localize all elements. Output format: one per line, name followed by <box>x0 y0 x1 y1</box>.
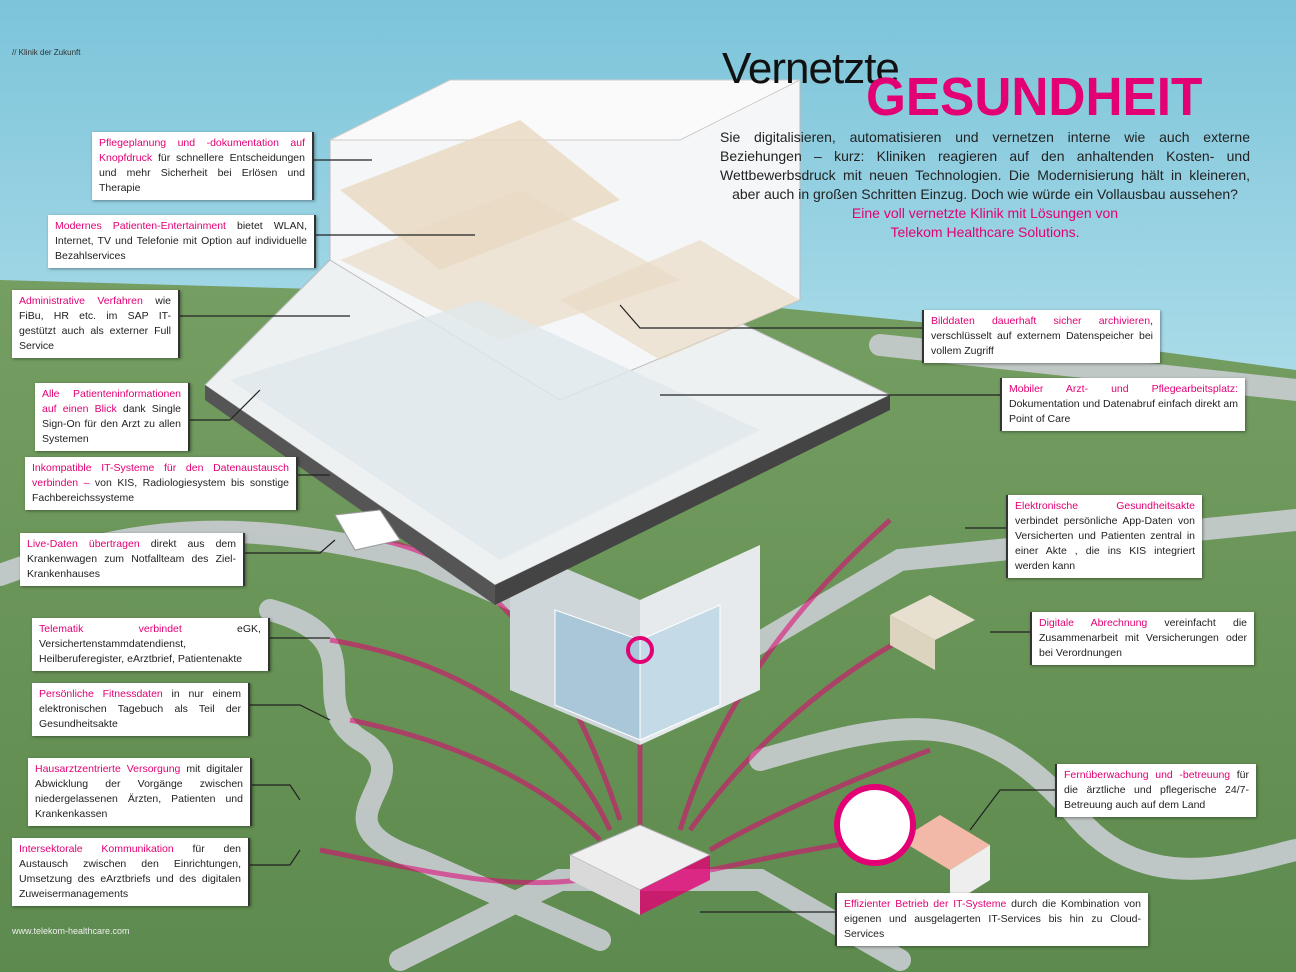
intro-paragraph: Sie digitalisieren, automatisieren und v… <box>720 129 1250 202</box>
callout-text: mit digitaler Abwicklung der Vorgänge zw… <box>35 763 243 820</box>
callout-administrative: Administrative Verfahren wie FiBu, HR et… <box>12 290 180 358</box>
callout-patienteninformationen: Alle Patienteninformationen auf einen Bl… <box>35 383 190 451</box>
callout-entertainment: Modernes Patienten-Entertainment bietet … <box>48 215 316 268</box>
callout-highlight: Effizienter Betrieb der IT-Systeme <box>844 898 1007 910</box>
callout-gesundheitsakte: Elektronische Gesundheitsakte verbindet … <box>1006 495 1202 578</box>
callout-highlight: Mobiler Arzt- und Pflegearbeitsplatz: <box>1009 383 1238 395</box>
callout-abrechnung: Digitale Abrechnung vereinfacht die Zusa… <box>1030 612 1254 665</box>
callout-live-daten: Live-Daten übertragen direkt aus dem Kra… <box>20 533 245 586</box>
callout-highlight: Live-Daten übertragen <box>27 538 140 550</box>
callout-text: vereinfacht die Zusammenarbeit mit Versi… <box>1039 617 1247 659</box>
callout-mobiler-arbeitsplatz: Mobiler Arzt- und Pflegearbeitsplatz: Do… <box>1000 378 1245 431</box>
callout-highlight: Alle Patienteninformationen auf einen Bl… <box>42 388 181 415</box>
callout-pflegeplanung: Pflegeplanung und -dokumentation auf Kno… <box>92 132 314 200</box>
callout-telematik: Telematik verbindet eGK, Versichertensta… <box>32 618 270 671</box>
callout-text: für den Austausch zwischen den Einrichtu… <box>19 843 241 900</box>
callout-highlight: Hausarztzentrierte Versorgung <box>35 763 181 775</box>
callout-text: für schnellere Entscheidungen und mehr S… <box>99 152 305 194</box>
remote-care-house <box>834 784 990 905</box>
callout-highlight: Intersektorale Kommunikation <box>19 843 174 855</box>
callout-highlight: Telematik verbindet <box>39 623 182 635</box>
data-center <box>568 824 712 915</box>
main-building <box>204 79 892 605</box>
callout-highlight: Digitale Abrechnung <box>1039 617 1148 629</box>
callout-highlight: Pflegeplanung und -dokumentation auf Kno… <box>99 137 305 164</box>
callout-it-betrieb: Effizienter Betrieb der IT-Systeme durch… <box>835 893 1148 946</box>
callout-text: bietet WLAN, Internet, TV und Telefonie … <box>55 220 307 262</box>
footer-url[interactable]: www.telekom-healthcare.com <box>12 926 130 936</box>
callout-highlight: Elektronische Gesundheitsakte <box>1015 500 1195 512</box>
callout-text: wie FiBu, HR etc. im SAP IT-gestützt auc… <box>19 295 171 352</box>
callout-text: , verschlüsselt auf externem Datenspeich… <box>931 315 1153 357</box>
callout-highlight: Fernüberwachung und -betreuung <box>1064 769 1231 781</box>
callout-text: dank Single Sign-On für den Arzt zu alle… <box>42 403 181 445</box>
callout-fitnessdaten: Persönliche Fitnessdaten in nur einem el… <box>32 683 250 736</box>
section-tag: // Klinik der Zukunft <box>12 48 81 57</box>
intro-text: Sie digitalisieren, automatisieren und v… <box>720 128 1250 242</box>
callout-highlight: Bilddaten dauerhaft sicher archivieren <box>931 315 1151 327</box>
callout-text: verbindet persönliche App-Daten von Vers… <box>1015 515 1195 572</box>
title-bold: GESUNDHEIT <box>866 67 1203 127</box>
intro-highlight-1: Eine voll vernetzte Klinik mit Lösungen … <box>851 205 1119 221</box>
callout-bilddaten: Bilddaten dauerhaft sicher archivieren, … <box>922 310 1160 363</box>
callout-leader-lines <box>180 159 1055 913</box>
billing-building <box>890 595 975 670</box>
callout-hausarzt: Hausarztzentrierte Versorgung mit digita… <box>28 758 252 826</box>
callout-text: Dokumentation und Datenabruf einfach dir… <box>1009 398 1238 425</box>
callout-text: in nur einem elektronischen Tagebuch als… <box>39 688 241 730</box>
callout-highlight: Modernes Patienten-Entertainment <box>55 220 226 232</box>
intro-highlight-2: Telekom Healthcare Solutions. <box>890 224 1080 240</box>
callout-text: von KIS, Radiologiesystem bis sonstige F… <box>32 477 289 504</box>
callout-highlight: Administrative Verfahren <box>19 295 143 307</box>
callout-text: direkt aus dem Krankenwagen zum Notfallt… <box>27 538 236 580</box>
ambulance <box>334 509 401 551</box>
callout-it-systeme: Inkompatible IT-Systeme für den Datenaus… <box>25 457 298 510</box>
callout-highlight: Persönliche Fitnessdaten <box>39 688 163 700</box>
callout-highlight: Inkompatible IT-Systeme für den Datenaus… <box>32 462 289 489</box>
callout-text: eGK, Versichertenstammdatendienst, Heilb… <box>39 623 261 665</box>
callout-text: für die ärztliche und pflegerische 24/7-… <box>1064 769 1250 811</box>
callout-fernueberwachung: Fernüberwachung und -betreuung für die ä… <box>1055 764 1256 817</box>
central-tower <box>510 545 760 745</box>
title-light: Vernetzte <box>722 44 900 93</box>
callout-intersektoral: Intersektorale Kommunikation für den Aus… <box>12 838 250 906</box>
callout-text: durch die Kombination von eigenen und au… <box>844 898 1141 940</box>
